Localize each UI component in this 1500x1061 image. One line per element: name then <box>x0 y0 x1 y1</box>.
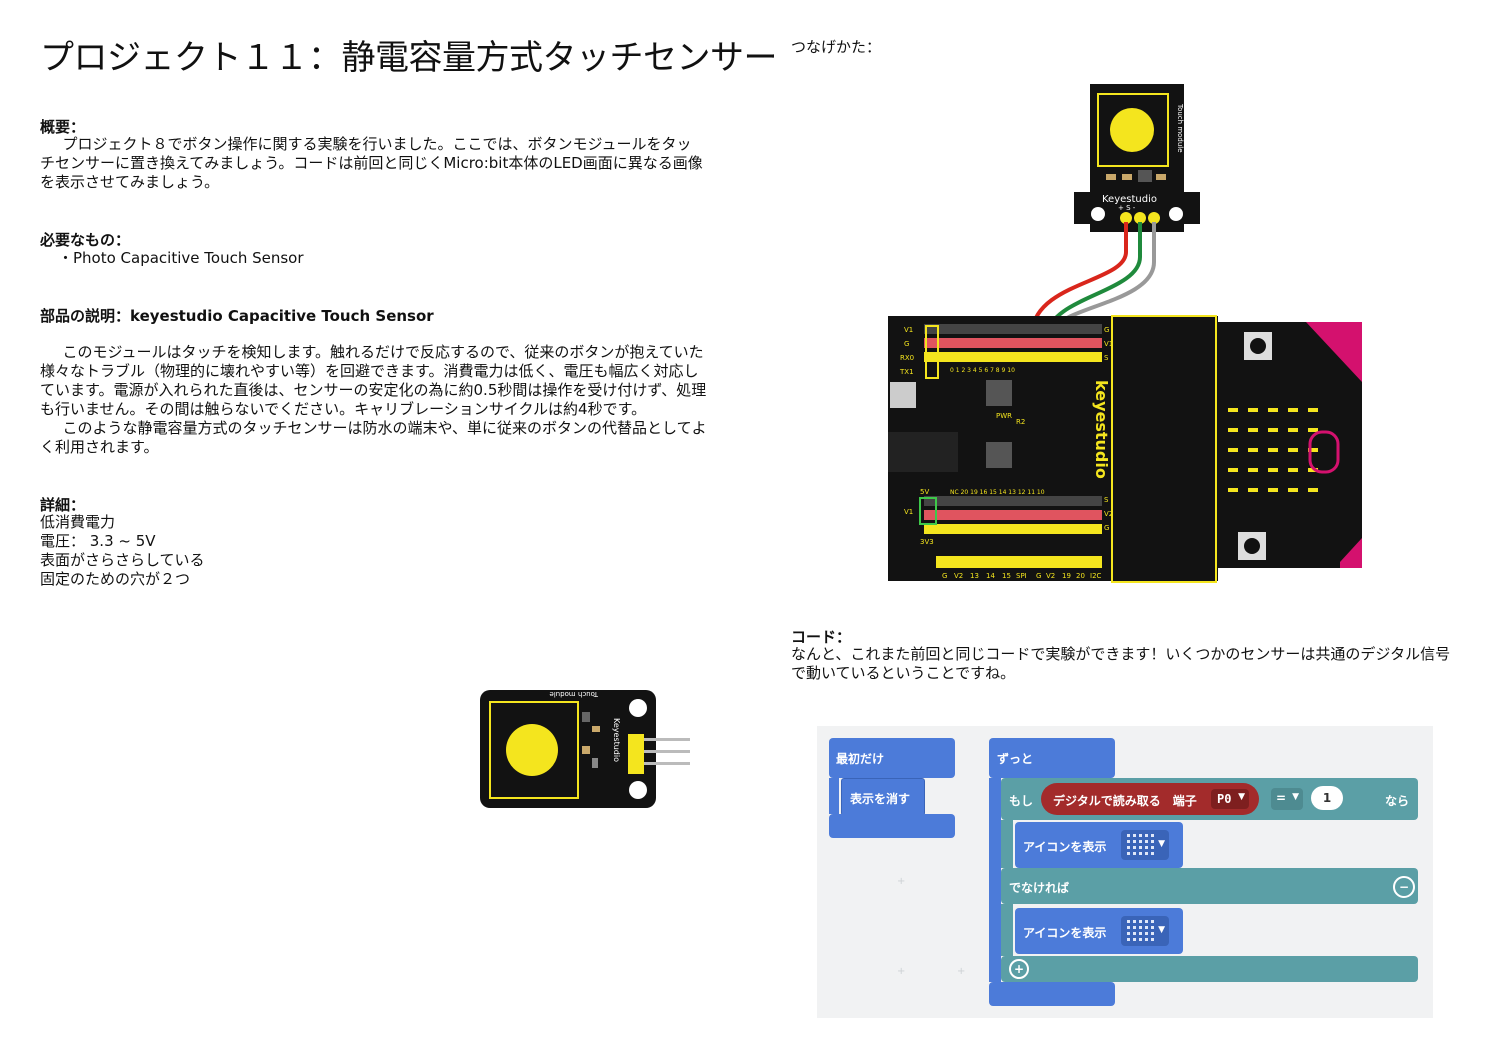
digital-read-block[interactable]: デジタルで読み取る 端子 P0 ▼ <box>1041 783 1259 815</box>
forever-label: ずっと <box>997 752 1034 766</box>
board-mid-label: PWR <box>996 412 1012 420</box>
board-left-label: G <box>904 340 909 348</box>
board-bottom-label: 19 <box>1062 572 1071 580</box>
clear-screen-block[interactable]: 表示を消す <box>841 778 925 816</box>
module-label-rotated: Touch module <box>549 690 599 698</box>
board-row-label: S <box>1104 354 1109 362</box>
parts-paragraph-1: このモジュールはタッチを検知します。触れるだけで反応するので、従来のボタンが抱え… <box>40 343 707 418</box>
digital-read-label: デジタルで読み取る 端子 <box>1053 794 1197 808</box>
code-text: なんと、これまた前回と同じコードで実験ができます！いくつかのセンサーは共通のデジ… <box>791 645 1451 682</box>
required-item: ・Photo Capacitive Touch Sensor <box>58 249 304 267</box>
module-pins: + S - <box>1118 204 1136 212</box>
icon-picker-2[interactable]: ▼ <box>1121 916 1169 946</box>
module-brand: Keyestudio <box>1102 194 1157 205</box>
details-line: 電圧： 3.3 ~ 5V <box>40 532 156 550</box>
board-bottom-label: 14 <box>986 572 995 580</box>
smile-icon <box>1127 834 1154 855</box>
if-label: もし <box>1009 794 1034 808</box>
if-block[interactable]: もし デジタルで読み取る 端子 P0 ▼ = ▼ 1 なら <box>1001 778 1418 820</box>
board-bottom-label: SPI <box>1016 572 1027 580</box>
module-brand-rotated: Keyestudio <box>612 718 621 762</box>
board-bottom-label: 20 <box>1076 572 1085 580</box>
chevron-down-icon: ▼ <box>1158 925 1165 935</box>
touch-module-image: Touch module Keyestudio <box>480 690 690 808</box>
add-else-icon[interactable]: + <box>1009 959 1029 979</box>
details-heading: 詳細： <box>40 496 86 514</box>
board-bottom-label: I2C <box>1090 572 1102 580</box>
remove-else-icon[interactable]: − <box>1393 876 1415 898</box>
if-block-footer: + <box>1001 956 1418 982</box>
overview-heading: 概要： <box>40 118 86 136</box>
board-left-label: V1 <box>904 326 913 334</box>
chevron-down-icon: ▼ <box>1292 792 1299 802</box>
board-right-label: V2 <box>1104 510 1113 518</box>
board-right-label: G <box>1104 524 1109 532</box>
else-label: でなければ <box>1009 881 1070 895</box>
on-start-label: 最初だけ <box>836 752 885 766</box>
clear-screen-label: 表示を消す <box>850 792 911 806</box>
module-label: Touch module <box>1176 103 1184 153</box>
show-icon-label-2: アイコンを表示 <box>1023 926 1107 940</box>
parts-heading: 部品の説明：keyestudio Capacitive Touch Sensor <box>40 307 434 325</box>
code-editor: ++ ++ ++ 最初だけ 表示を消す ずっと もし デジタルで読み取る 端子 … <box>817 726 1433 1018</box>
board-bottom-label: G <box>942 572 947 580</box>
chevron-down-icon: ▼ <box>1238 792 1245 802</box>
on-start-block[interactable]: 最初だけ <box>829 738 955 778</box>
overview-text: プロジェクト８でボタン操作に関する実験を行いました。ここでは、ボタンモジュールを… <box>40 135 705 192</box>
chevron-down-icon: ▼ <box>1158 839 1165 849</box>
board-left-label: RX0 <box>900 354 914 362</box>
board-left-label: TX1 <box>899 368 914 376</box>
forever-block[interactable]: ずっと <box>989 738 1115 778</box>
code-heading: コード： <box>791 628 852 646</box>
board-row-label: V1 <box>1104 340 1113 348</box>
value-input[interactable]: 1 <box>1311 786 1343 810</box>
details-line: 固定のための穴が２つ <box>40 570 191 588</box>
board-bottom-label: G <box>1036 572 1041 580</box>
board-mid-label: R2 <box>1016 418 1025 426</box>
parts-text: このモジュールはタッチを検知します。触れるだけで反応するので、従来のボタンが抱え… <box>40 343 708 457</box>
show-icon-label-1: アイコンを表示 <box>1023 840 1107 854</box>
board-bottom-label: 15 <box>1002 572 1011 580</box>
overview-paragraph: プロジェクト８でボタン操作に関する実験を行いました。ここでは、ボタンモジュールを… <box>40 135 703 191</box>
then-label: なら <box>1385 794 1410 808</box>
sad-icon <box>1127 920 1154 941</box>
board-pin-numbers: 0 1 2 3 4 5 6 7 8 9 10 <box>950 367 1015 374</box>
board-mid-label: V1 <box>904 508 913 516</box>
board-brand: keyestudio <box>1092 380 1111 479</box>
show-icon-block-2[interactable]: アイコンを表示 ▼ <box>1015 908 1183 954</box>
wiring-diagram: Touch module Keyestudio + S - keyestudio… <box>888 84 1362 583</box>
operator-dropdown[interactable]: = ▼ <box>1271 788 1303 810</box>
operator-value: = <box>1276 791 1287 805</box>
board-pin-numbers-2: NC 20 19 16 15 14 13 12 11 10 <box>950 489 1045 496</box>
board-bottom-label: 13 <box>970 572 979 580</box>
wiring-heading: つなげかた： <box>791 38 882 56</box>
board-bottom-label: V2 <box>954 572 963 580</box>
pin-dropdown[interactable]: P0 ▼ <box>1211 789 1249 809</box>
board-mid-label: 5V <box>920 488 929 496</box>
board-mid-label: 3V3 <box>920 538 934 546</box>
details-line: 低消費電力 <box>40 513 116 531</box>
pin-value: P0 <box>1217 792 1232 806</box>
show-icon-block-1[interactable]: アイコンを表示 ▼ <box>1015 822 1183 868</box>
else-block[interactable]: でなければ − <box>1001 868 1418 904</box>
details-line: 表面がさらさらしている <box>40 551 205 569</box>
page-title: プロジェクト１１：静電容量方式タッチセンサー <box>40 38 778 78</box>
board-bottom-label: V2 <box>1046 572 1055 580</box>
details-list: 低消費電力 電圧： 3.3 ~ 5V 表面がさらさらしている 固定のための穴が２… <box>40 513 205 589</box>
board-right-label: S <box>1104 496 1109 504</box>
icon-picker-1[interactable]: ▼ <box>1121 830 1169 860</box>
required-heading: 必要なもの： <box>40 231 131 249</box>
board-row-label: G <box>1104 326 1109 334</box>
parts-paragraph-2: このような静電容量方式のタッチセンサーは防水の端末や、単に従来のボタンの代替品と… <box>40 419 707 456</box>
